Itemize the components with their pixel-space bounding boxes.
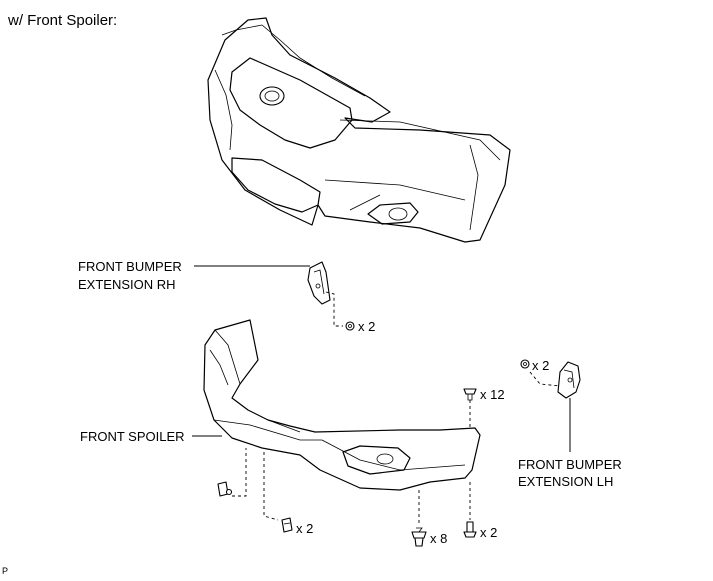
front-bumper-extension-rh — [307, 261, 331, 305]
qty-clip-bottom: x 8 — [430, 531, 448, 546]
qty-lh-nut: x 2 — [532, 358, 550, 373]
qty-rh-nut: x 2 — [358, 319, 376, 334]
label-ext-rh-line1: FRONT BUMPER — [78, 259, 182, 274]
label-ext-lh-line1: FRONT BUMPER — [518, 457, 622, 472]
label-ext-lh-line2: EXTENSION LH — [518, 474, 614, 489]
front-bumper-cover — [207, 17, 511, 243]
qty-screw-bottom: x 2 — [480, 525, 498, 540]
screw-top — [463, 388, 477, 401]
dash-lh-nut — [529, 371, 561, 387]
qty-screw-top: x 12 — [480, 387, 505, 402]
clip-bottom — [411, 527, 427, 547]
nut-rh — [345, 321, 355, 331]
nut-lh — [520, 359, 530, 369]
corner-code: P — [2, 566, 9, 576]
screw-bottom — [463, 521, 477, 538]
label-ext-rh-line2: EXTENSION RH — [78, 277, 176, 292]
front-spoiler-part — [203, 319, 481, 491]
clip-left-pair — [281, 517, 293, 533]
qty-clip-left: x 2 — [296, 521, 314, 536]
front-bumper-extension-lh — [557, 361, 581, 399]
dash-clip-left-a — [232, 448, 247, 497]
clip-left-single — [217, 481, 233, 497]
label-front-spoiler: FRONT SPOILER — [80, 429, 185, 444]
dash-rh-nut — [325, 291, 343, 327]
dash-clip-left-b — [263, 452, 279, 521]
diagram-title: w/ Front Spoiler: — [8, 12, 118, 29]
